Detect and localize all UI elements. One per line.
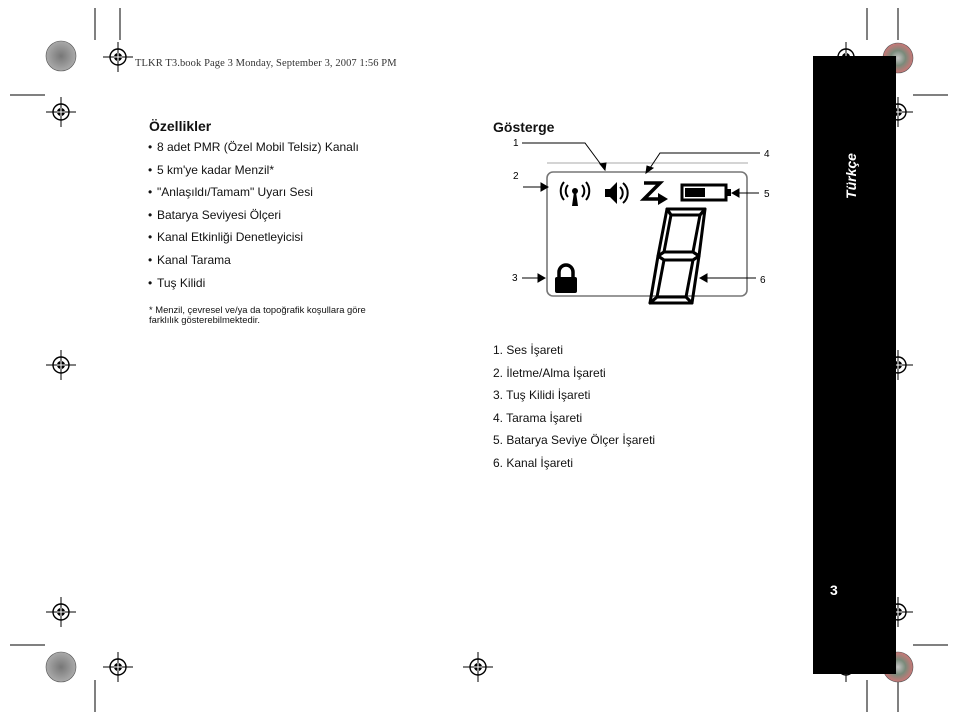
list-item: 2. İletme/Alma İşareti — [493, 365, 606, 380]
scan-icon — [639, 181, 668, 205]
book-header: TLKR T3.book Page 3 Monday, September 3,… — [135, 58, 397, 69]
callout-1: 1 — [513, 138, 519, 149]
legend-list: 1. Ses İşareti 2. İletme/Alma İşareti 3.… — [493, 342, 655, 478]
transmit-receive-icon — [559, 181, 591, 206]
features-title: Özellikler — [149, 118, 212, 134]
list-item: 1. Ses İşareti — [493, 343, 564, 357]
list-item: 5 km'ye kadar Menzil* — [148, 162, 359, 185]
callout-4: 4 — [764, 149, 770, 160]
callout-3: 3 — [512, 273, 518, 284]
list-item: 8 adet PMR (Özel Mobil Telsiz) Kanalı — [148, 139, 359, 162]
language-label: Türkçe — [843, 153, 859, 199]
footnote-line: farklılık gösterebilmektedir. — [149, 314, 260, 325]
list-item: Kanal Tarama — [148, 252, 359, 275]
battery-icon — [680, 183, 731, 202]
list-item: 5. Batarya Seviye Ölçer İşareti — [493, 433, 656, 448]
list-item: 3. Tuş Kilidi İşareti — [493, 388, 591, 403]
leader-lines — [522, 142, 760, 283]
page-number: 3 — [830, 582, 838, 598]
lock-icon — [555, 263, 577, 293]
list-item: Kanal Etkinliği Denetleyicisi — [148, 229, 359, 252]
footnote: * Menzil, çevresel ve/ya da topoğrafik k… — [149, 305, 459, 325]
list-item: 4. Tarama İşareti — [493, 410, 583, 425]
speaker-icon — [605, 182, 629, 204]
language-tab — [813, 56, 896, 674]
callout-6: 6 — [760, 275, 766, 286]
list-item: Tuş Kilidi — [148, 275, 359, 298]
callout-2: 2 — [513, 171, 519, 182]
list-item: Batarya Seviyesi Ölçeri — [148, 207, 359, 230]
channel-digit-icon — [648, 207, 707, 305]
lcd-diagram: 1 2 3 4 5 6 — [512, 138, 770, 305]
callout-5: 5 — [764, 189, 770, 200]
list-item: "Anlaşıldı/Tamam" Uyarı Sesi — [148, 184, 359, 207]
features-list: 8 adet PMR (Özel Mobil Telsiz) Kanalı 5 … — [148, 139, 359, 297]
display-title: Gösterge — [493, 119, 555, 135]
footnote-line: * Menzil, çevresel ve/ya da topoğrafik k… — [149, 304, 366, 315]
list-item: 6. Kanal İşareti — [493, 455, 574, 470]
